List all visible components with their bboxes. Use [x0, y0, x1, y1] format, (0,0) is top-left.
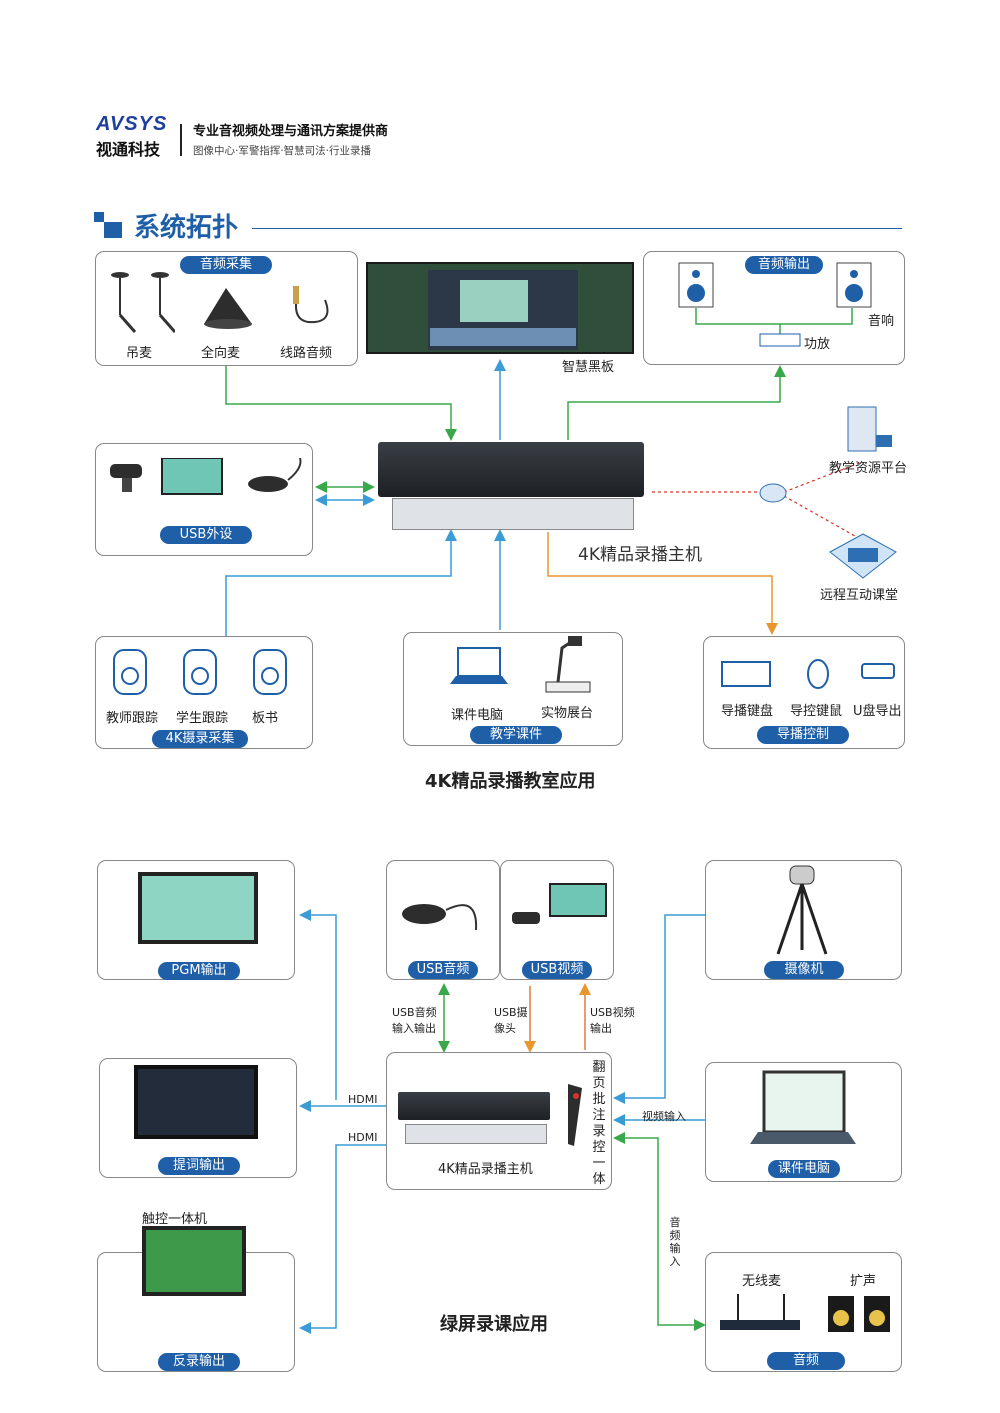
smart-board-image [366, 262, 634, 354]
audio-capture-item: 线路音频 [280, 346, 333, 361]
cloud-icon [759, 483, 787, 503]
usb-audio-io-label: USB音频输入输出 [392, 1006, 437, 1035]
courseware-item: 实物展台 [541, 706, 594, 721]
usb-video-title: USB视频 [522, 961, 592, 979]
camera-item: 教师跟踪 [106, 711, 159, 726]
audio-in-label: 音频输入 [669, 1216, 681, 1268]
video-in-label: 视频输入 [642, 1110, 686, 1123]
director-item: 导控键鼠 [790, 704, 843, 719]
section-marker [104, 222, 122, 238]
pgm-title: PGM输出 [158, 962, 240, 980]
hdmi-label: HDMI [348, 1093, 378, 1106]
section-rule [252, 228, 902, 229]
brand-name: 视通科技 [96, 140, 161, 159]
mic-speaker-icon [720, 1294, 890, 1332]
divider [180, 124, 182, 156]
smart-board-label: 智慧黑板 [562, 360, 615, 375]
tagline: 专业音视频处理与通讯方案提供商 [193, 124, 389, 139]
audio-capture-item: 吊麦 [126, 346, 153, 361]
audio-capture-title: 音频采集 [180, 256, 272, 274]
resource-platform-label: 教学资源平台 [829, 461, 908, 476]
usb-cam-label: USB摄像头 [494, 1006, 528, 1035]
line-audio-icon [293, 286, 329, 324]
loudspeaker-label: 扩声 [850, 1274, 877, 1289]
touch-label: 触控一体机 [142, 1212, 208, 1227]
section-marker [94, 212, 104, 222]
camera-item: 学生跟踪 [176, 711, 229, 726]
hdmi-label: HDMI [348, 1131, 378, 1144]
usb-camera-icon [512, 883, 607, 924]
prompter-title: 提词输出 [158, 1157, 240, 1175]
laptop-icon [750, 1070, 856, 1144]
usb-audio-title: USB音频 [408, 961, 478, 979]
audio-title: 音频 [767, 1352, 845, 1370]
director-title: 导播控制 [757, 726, 849, 744]
omni-mic-icon [204, 288, 252, 329]
usb-speakerphone-icon [402, 904, 478, 931]
host-label: 4K精品录播主机 [438, 1162, 533, 1177]
amp-wiring [695, 308, 853, 347]
usb-title: USB外设 [160, 526, 252, 544]
usb-video-out-label: USB视频输出 [590, 1006, 635, 1035]
tripod-camera-icon [776, 865, 828, 955]
diagram1-caption: 4K精品录播教室应用 [425, 771, 596, 792]
hanging-mic-icon [111, 272, 175, 333]
server-icon [847, 406, 892, 452]
section-title: 系统拓扑 [134, 213, 239, 243]
speaker-icon [678, 262, 714, 308]
camera-title: 4K摄录采集 [152, 730, 248, 748]
director-item: 导播键盘 [721, 704, 774, 719]
remote-classroom-icon [829, 533, 897, 579]
touch-panel-icon [142, 1226, 246, 1296]
presenter-pen-icon [568, 1084, 582, 1146]
diagram2-caption: 绿屏录课应用 [440, 1314, 548, 1335]
wireless-mic-label: 无线麦 [742, 1274, 782, 1289]
audio-output-title: 音频输出 [745, 256, 823, 274]
brand-logo: AVSYS [96, 113, 168, 135]
feedback-title: 反录输出 [158, 1353, 240, 1371]
audio-capture-item: 全向麦 [201, 346, 241, 361]
recorder-host-image [378, 442, 644, 497]
recorder-host-rear [405, 1124, 547, 1144]
remote-classroom-label: 远程互动课堂 [820, 588, 899, 603]
camera-title: 摄像机 [764, 961, 844, 979]
speaker-label: 音响 [868, 314, 895, 329]
document-camera-icon [545, 636, 591, 693]
laptop-icon [450, 647, 508, 684]
usb-audio-box [386, 860, 500, 980]
usb-devices-icon [110, 458, 302, 495]
recorder-host-image [398, 1092, 550, 1120]
prompter-monitor-icon [134, 1065, 258, 1139]
camera-item: 板书 [252, 711, 279, 726]
pc-title: 课件电脑 [768, 1160, 840, 1178]
host-label: 4K精品录播主机 [578, 545, 702, 565]
courseware-item: 课件电脑 [451, 708, 504, 723]
ptz-camera-icon [113, 649, 287, 695]
speaker-icon [836, 262, 872, 308]
amp-label: 功放 [804, 337, 831, 352]
courseware-title: 教学课件 [470, 726, 562, 744]
director-item: U盘导出 [853, 704, 902, 719]
monitor-icon [138, 872, 258, 944]
pen-label: 翻页批注录控一体 [592, 1060, 606, 1187]
director-devices-icon [721, 659, 895, 689]
recorder-host-rear [392, 498, 634, 530]
subtagline: 图像中心·军警指挥·智慧司法·行业录播 [193, 145, 372, 157]
